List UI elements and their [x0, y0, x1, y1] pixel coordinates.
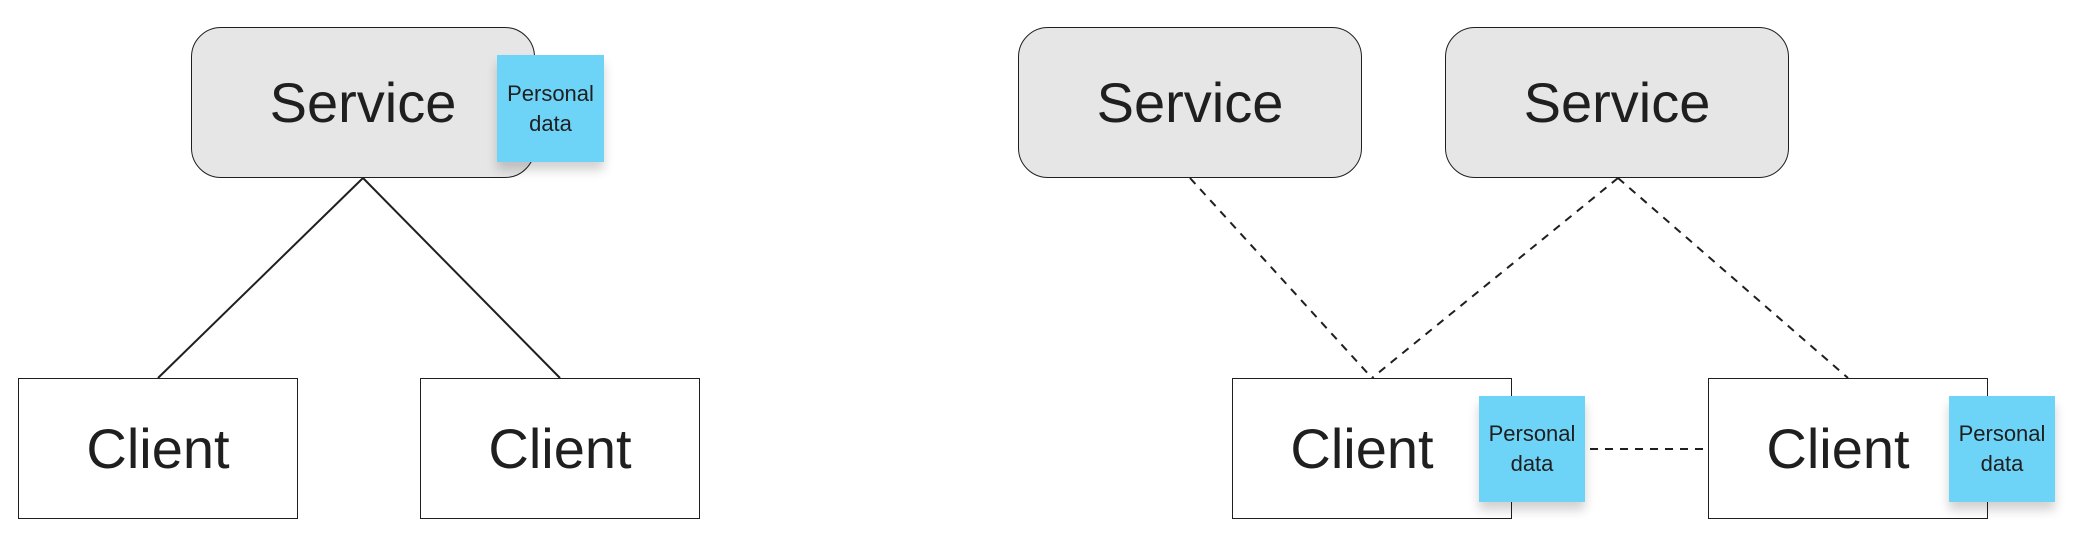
right-connector-service1-client1: [1189, 177, 1373, 379]
note-line-2: data: [1980, 451, 2024, 476]
right-service-node-1[interactable]: Service: [1018, 27, 1362, 178]
right-connector-service2-client2: [1617, 177, 1849, 379]
right-service-label-1: Service: [1096, 71, 1284, 134]
left-service-node[interactable]: Service: [191, 27, 535, 178]
right-client2-personal-data-note[interactable]: Personal data: [1949, 396, 2055, 502]
right-client-node-2[interactable]: Client: [1708, 378, 1988, 519]
note-line-1: Personal: [1488, 421, 1576, 446]
right-client-label-1: Client: [1290, 417, 1434, 480]
right-connector-service2-client1: [1371, 177, 1619, 379]
right-client-label-2: Client: [1766, 417, 1910, 480]
note-line-2: data: [529, 110, 572, 136]
left-client-label-1: Client: [86, 417, 230, 480]
left-client-label-2: Client: [488, 417, 632, 480]
left-service-personal-data-note[interactable]: Personal data: [497, 55, 604, 162]
left-connector-2: [362, 177, 561, 379]
note-line-1: Personal: [1958, 421, 2046, 446]
right-service-node-2[interactable]: Service: [1445, 27, 1789, 178]
note-line-2: data: [1510, 451, 1554, 476]
right-client-node-1[interactable]: Client: [1232, 378, 1512, 519]
note-line-1: Personal: [507, 80, 594, 106]
left-service-label: Service: [269, 71, 457, 134]
left-connector-1: [157, 177, 364, 379]
right-service-label-2: Service: [1523, 71, 1711, 134]
right-client1-personal-data-note[interactable]: Personal data: [1479, 396, 1585, 502]
left-client-node-2[interactable]: Client: [420, 378, 700, 519]
left-client-node-1[interactable]: Client: [18, 378, 298, 519]
